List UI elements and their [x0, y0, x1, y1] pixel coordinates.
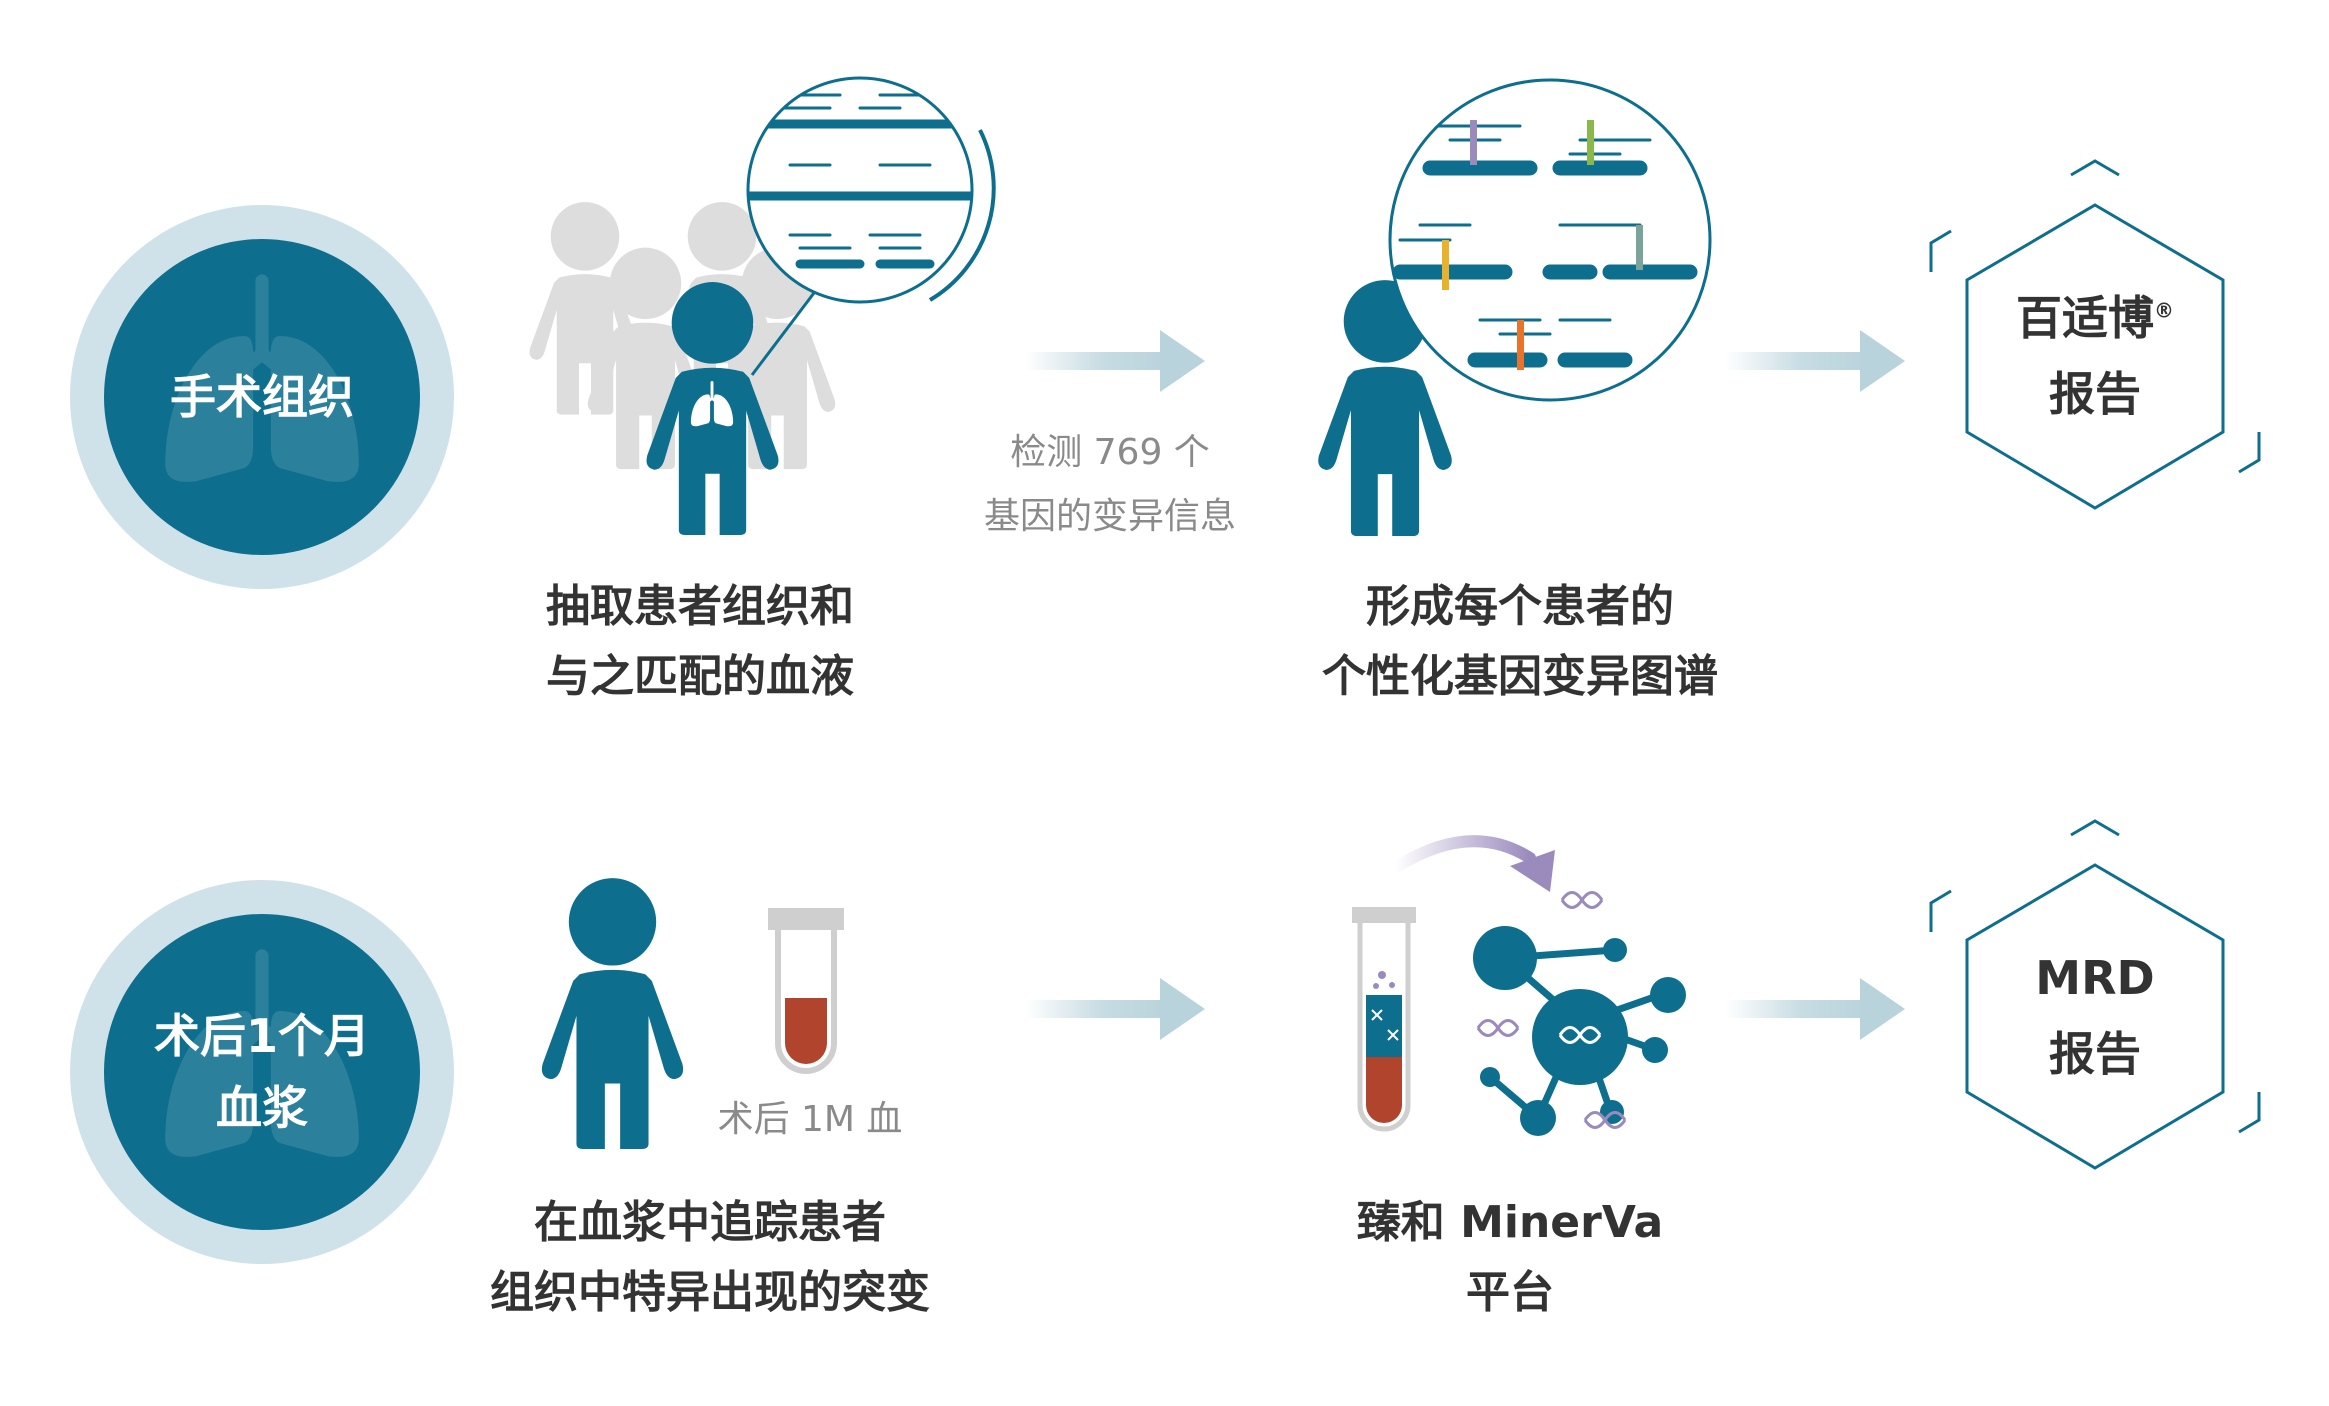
flow-arrow-icon: [1725, 330, 1905, 392]
caption-line: 形成每个患者的: [1366, 581, 1674, 632]
caption-sample-collection: 抽取患者组织和 与之匹配的血液: [390, 572, 1010, 712]
caption-minerva-platform: 臻和 MinerVa 平台: [1200, 1188, 1820, 1328]
caption-mutation-profile: 形成每个患者的 个性化基因变异图谱: [1210, 572, 1830, 712]
report-title: MRD: [2035, 951, 2155, 1005]
caption-line: 在血浆中追踪患者: [534, 1197, 886, 1248]
report-label: 报告: [2049, 1027, 2141, 1081]
report-mrd: MRD 报告: [1945, 940, 2245, 1092]
molecule-network-icon: [1473, 926, 1686, 1136]
circle-label-line: 血浆: [216, 1081, 308, 1135]
report-brand: 百适博® 报告: [1945, 280, 2245, 432]
caption-line: 抽取患者组织和: [546, 581, 854, 632]
arrow-note-gene-detection: 检测 769 个 基因的变异信息: [900, 421, 1320, 549]
circle-label-row1: 手术组织: [82, 361, 442, 433]
caption-plasma-tracking: 在血浆中追踪患者 组织中特异出现的突变: [400, 1188, 1020, 1328]
tube-label-text: 术后 1M 血: [717, 1099, 903, 1140]
dna-icon: [1558, 1026, 1602, 1044]
dna-icon: [1476, 1019, 1520, 1037]
caption-line: 个性化基因变异图谱: [1322, 651, 1718, 702]
note-line: 基因的变异信息: [983, 496, 1236, 537]
caption-line: 平台: [1466, 1267, 1554, 1318]
circle-surgical-tissue: [70, 205, 454, 589]
gene-magnifier-icon: [1388, 78, 1712, 402]
note-line: 检测 769 个: [1010, 432, 1210, 473]
circle-label-row2: 术后1个月 血浆: [82, 1000, 442, 1144]
test-tube-icon: [768, 908, 844, 1074]
circle-label-line: 术后1个月: [153, 1009, 370, 1063]
registered-mark: ®: [2154, 298, 2174, 323]
flow-arrow-icon: [1025, 330, 1205, 392]
report-brand-line: 百适博®: [1945, 280, 2245, 356]
flow-arrow-icon: [1725, 978, 1905, 1040]
circle-postop-plasma: [70, 880, 454, 1264]
flow-arrow-icon: [1025, 978, 1205, 1040]
brand-name: 百适博: [2016, 291, 2154, 345]
gene-magnifier-icon: [746, 76, 996, 376]
dna-icon: [1560, 891, 1604, 909]
caption-line: 与之匹配的血液: [546, 651, 854, 702]
curved-arrow-icon: [1389, 835, 1555, 892]
dna-icon: [1583, 1111, 1627, 1129]
hexagon-icon: [1929, 159, 2261, 510]
test-tube-icon: [1352, 907, 1416, 1132]
tube-label: 术后 1M 血: [600, 1088, 1020, 1152]
hexagon-icon: [1929, 819, 2261, 1170]
caption-line: 组织中特异出现的突变: [490, 1267, 930, 1318]
circle-label-line: 手术组织: [170, 370, 354, 424]
caption-line: 臻和 MinerVa: [1356, 1197, 1664, 1248]
report-label: 报告: [2049, 367, 2141, 421]
